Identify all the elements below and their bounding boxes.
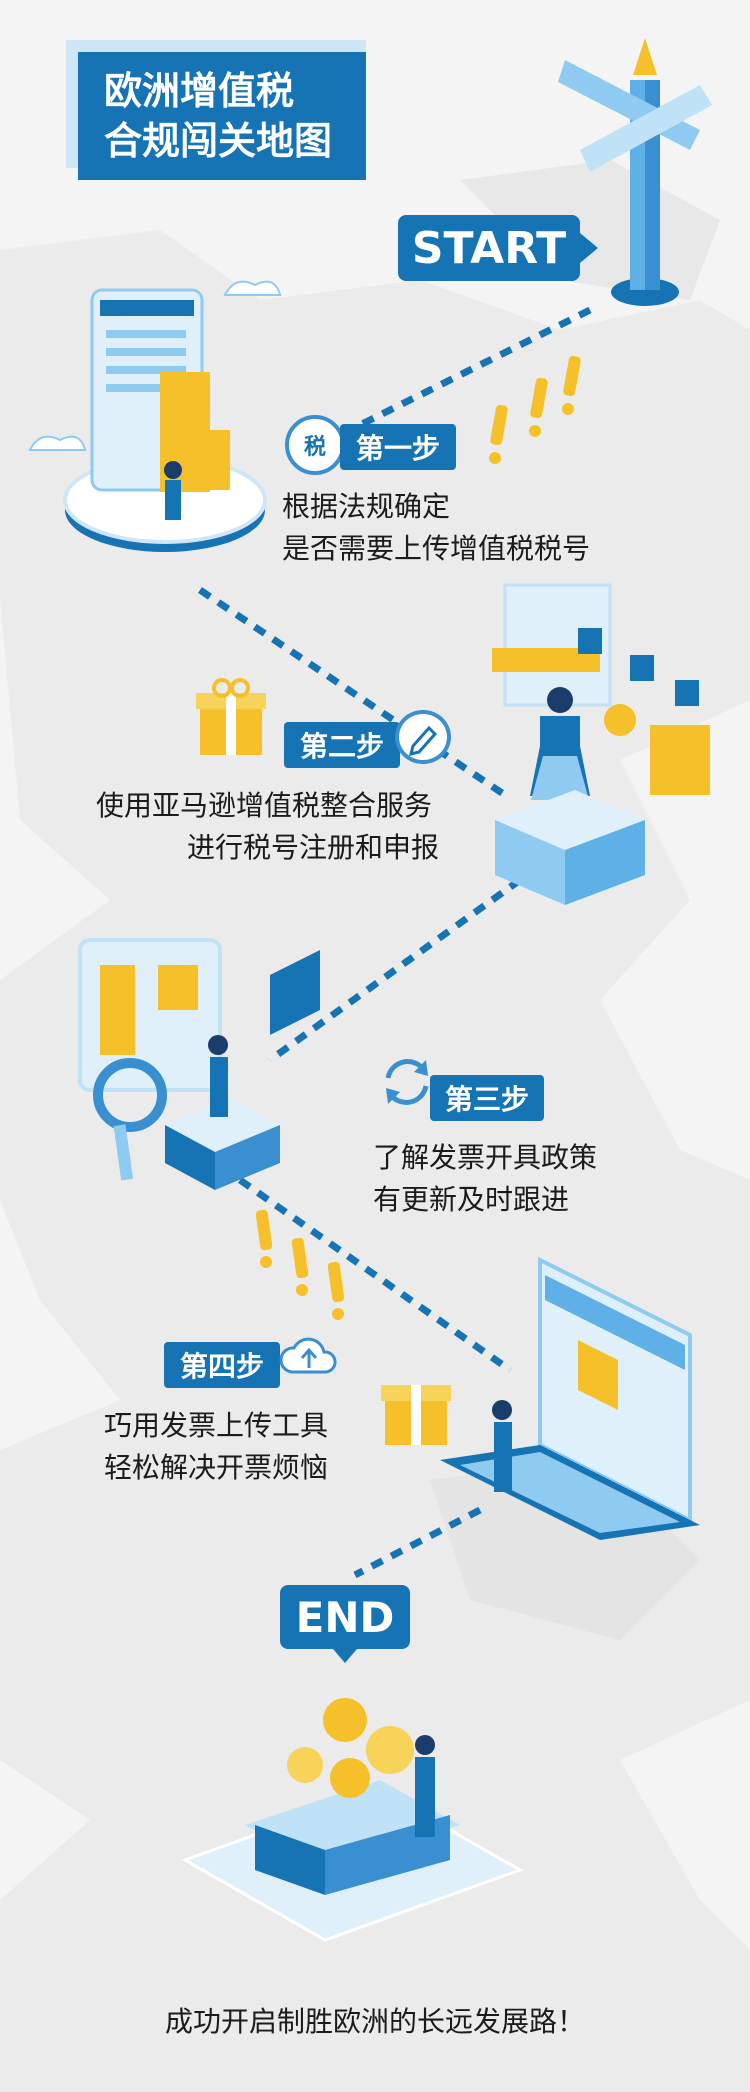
title-line-1: 欧洲增值税 — [104, 69, 295, 113]
start-label: START — [411, 222, 567, 274]
refresh-icon-glyph — [385, 1059, 429, 1105]
tax-icon-char: 税 — [303, 435, 326, 460]
step-3-text-line-2: 有更新及时跟进 — [373, 1183, 570, 1216]
step-2-text-line-2: 进行税号注册和申报 — [187, 831, 440, 864]
cloud-icon — [28, 435, 87, 451]
title-block: 欧洲增值税 合规闯关地图 — [66, 40, 366, 180]
step-1-label: 第一步 — [340, 424, 456, 470]
registration-illustration — [492, 583, 710, 905]
tax-icon: 税 — [285, 415, 345, 475]
step-1-text-line-1: 根据法规确定 — [282, 490, 451, 523]
step-3-text-line-1: 了解发票开具政策 — [373, 1141, 598, 1174]
cloud-upload-glyph — [279, 1337, 337, 1374]
refresh-icon — [376, 1050, 438, 1112]
storefront-illustration — [63, 288, 267, 552]
gift-box-icon — [381, 1385, 451, 1445]
end-arrow — [333, 1649, 357, 1663]
coins-illustration — [181, 1698, 524, 1942]
magnifier-illustration — [78, 938, 320, 1190]
title-panel: 欧洲增值税 合规闯关地图 — [78, 52, 366, 180]
signpost-icon — [558, 38, 712, 306]
end-badge: END — [280, 1585, 410, 1649]
gift-box-icon — [196, 678, 266, 755]
step-3-label: 第三步 — [430, 1075, 544, 1121]
exclamation-icons — [489, 355, 581, 464]
exclamation-icons — [255, 1209, 345, 1320]
laptop-illustration — [440, 1256, 700, 1540]
footer-slogan: 成功开启制胜欧洲的长远发展路！ — [164, 2005, 585, 2038]
cloud-icon — [223, 280, 282, 296]
step-1-text-line-2: 是否需要上传增值税税号 — [282, 532, 591, 565]
title-line-2: 合规闯关地图 — [104, 119, 333, 163]
step-4-text-line-1: 巧用发票上传工具 — [104, 1409, 329, 1442]
cloud-upload-icon — [278, 1332, 340, 1384]
edit-icon-glyph — [408, 725, 438, 757]
start-badge: START — [398, 215, 580, 281]
end-label: END — [295, 1592, 395, 1642]
start-arrow — [580, 233, 598, 263]
step-4-text-line-2: 轻松解决开票烦恼 — [104, 1451, 329, 1484]
step-2-text-line-1: 使用亚马逊增值税整合服务 — [96, 789, 433, 822]
step-2-label: 第二步 — [284, 722, 400, 768]
step-4-label: 第四步 — [164, 1342, 280, 1388]
edit-icon — [395, 710, 451, 764]
route-path — [198, 306, 592, 1579]
